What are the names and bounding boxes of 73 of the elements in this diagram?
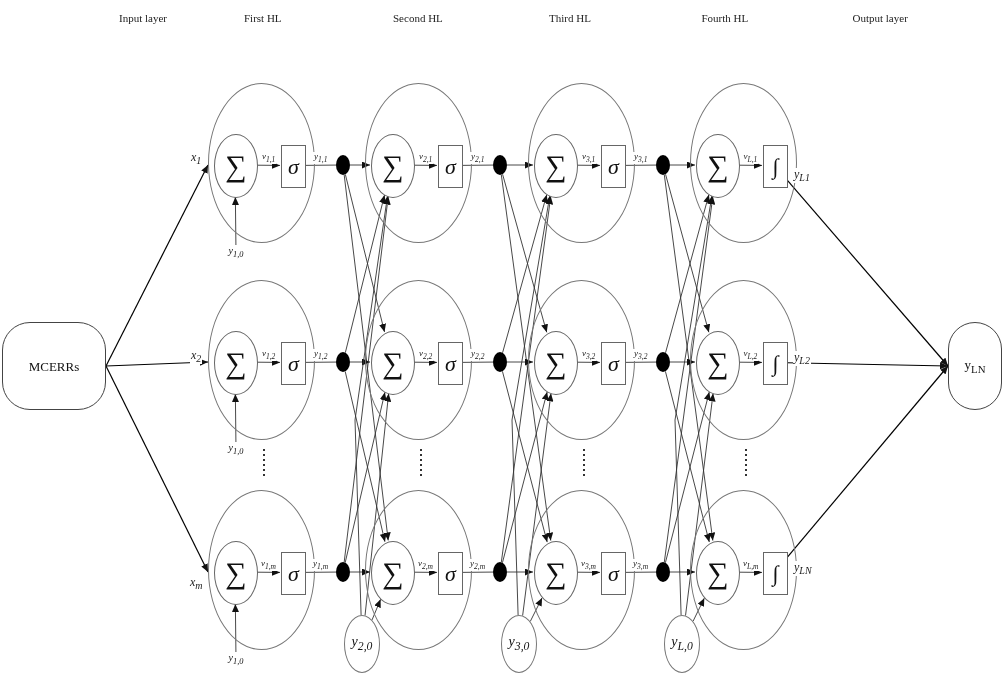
edge-label: v$_{2,m}$ (417, 559, 435, 571)
arrow (105, 164, 209, 367)
connector-line (461, 361, 494, 363)
activation-box: ∫ (763, 145, 788, 188)
edge-label: v$_{2,2}$ (418, 349, 434, 361)
bias-circle: y$_{L,0}$ (664, 615, 700, 673)
edge-label: y$_{2,m}$ (469, 559, 487, 571)
edge-label: y$_{1,2}$ (313, 349, 329, 361)
edge-label: y$_{LN}$ (793, 560, 813, 576)
connector-line (304, 164, 337, 166)
junction-dot (656, 352, 670, 372)
activation-box: ∫ (763, 342, 788, 385)
junction-dot (493, 352, 507, 372)
edge-label: v$_{L,m}$ (742, 559, 760, 571)
layer-heading: Output layer (852, 12, 908, 24)
layer-heading: Input layer (119, 12, 167, 24)
activation-box: σ (438, 145, 463, 188)
edge-label: v$_{L,2}$ (742, 349, 759, 361)
activation-box: σ (281, 552, 306, 595)
arrow (786, 365, 949, 559)
connector-line (624, 164, 657, 166)
edge-label: y$_{2,1}$ (470, 152, 486, 164)
edge-label: y$_{L2}$ (793, 350, 811, 367)
bias-circle: y$_{2,0}$ (344, 615, 380, 673)
activation-box: σ (281, 342, 306, 385)
edge-label: v$_{L,1}$ (742, 152, 759, 164)
edge-label: y$_{3,m}$ (632, 559, 650, 571)
edge-label: y$_{1,m}$ (312, 559, 330, 571)
arrow (105, 365, 209, 573)
junction-dot (656, 155, 670, 175)
arrow (786, 179, 949, 367)
junction-dot (656, 562, 670, 582)
connector-line (461, 571, 494, 573)
activation-box: σ (601, 145, 626, 188)
layer-heading: Second HL (393, 12, 443, 24)
edge-label: y$_{3,2}$ (633, 349, 649, 361)
edge-label: v$_{3,2}$ (581, 349, 597, 361)
edge-label: y$_{1,1}$ (313, 152, 329, 164)
activation-box: σ (601, 342, 626, 385)
junction-dot (336, 352, 350, 372)
edge-label: v$_{1,m}$ (260, 559, 278, 571)
activation-box: σ (438, 342, 463, 385)
layer-heading: Third HL (549, 12, 591, 24)
arrow (105, 358, 209, 367)
layer-heading: First HL (244, 12, 282, 24)
connector-line (624, 571, 657, 573)
junction-dot (493, 562, 507, 582)
edge-label: y$_{3,1}$ (633, 152, 649, 164)
activation-box: σ (438, 552, 463, 595)
edge-label: v$_{3,1}$ (581, 152, 597, 164)
connector-line (304, 361, 337, 363)
bias-circle: y$_{3,0}$ (501, 615, 537, 673)
bias-label: y$_{1,0}$ (220, 442, 252, 457)
junction-dot (336, 562, 350, 582)
layer-heading: Fourth HL (701, 12, 749, 24)
edge-label: v$_{2,1}$ (418, 152, 434, 164)
junction-dot (336, 155, 350, 175)
edge-label: v$_{1,1}$ (261, 152, 277, 164)
terminal-box: MCERRs (2, 322, 106, 410)
edge-label: y$_{2,2}$ (470, 349, 486, 361)
bias-label: y$_{1,0}$ (220, 245, 252, 260)
connector-line (461, 164, 494, 166)
connector-line (624, 361, 657, 363)
activation-box: σ (281, 145, 306, 188)
junction-dot (493, 155, 507, 175)
arrow (786, 362, 949, 370)
edge-label: v$_{1,2}$ (261, 349, 277, 361)
activation-box: σ (601, 552, 626, 595)
connector-line (304, 571, 337, 573)
edge-label: v$_{3,m}$ (580, 559, 598, 571)
activation-box: ∫ (763, 552, 788, 595)
edge-label: y$_{L1}$ (793, 167, 811, 184)
bias-label: y$_{1,0}$ (220, 652, 252, 667)
